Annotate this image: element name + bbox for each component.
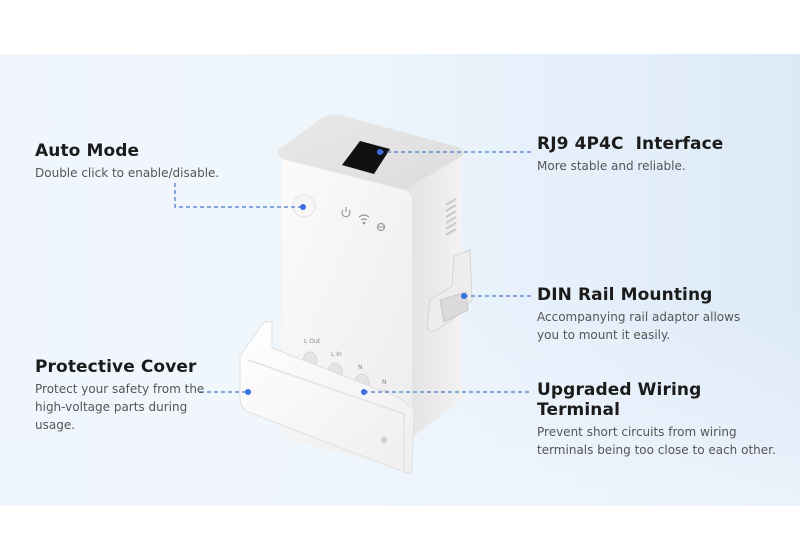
terminal-label-lin: L In <box>331 351 342 358</box>
feature-title: Upgraded Wiring Terminal <box>537 380 702 420</box>
protective-cover <box>239 321 415 474</box>
feature-din-rail-mounting: DIN Rail Mounting Accompanying rail adap… <box>537 285 757 344</box>
cover-mounting-hole <box>381 437 387 443</box>
feature-auto-mode: Auto Mode Double click to enable/disable… <box>35 141 219 182</box>
auto-mode-button <box>292 194 316 218</box>
terminal-label-n1: N <box>358 364 363 371</box>
feature-title: DIN Rail Mounting <box>537 285 713 305</box>
feature-description: Double click to enable/disable. <box>35 166 220 180</box>
protective-cover-edge <box>247 359 405 470</box>
link-icon <box>376 222 386 232</box>
feature-description: Prevent short circuits from wiring termi… <box>537 425 776 457</box>
feature-wiring-terminal: Upgraded Wiring Terminal Prevent short c… <box>537 380 787 459</box>
terminal-label-lout: L Out <box>304 338 321 345</box>
terminal-label-n2: N <box>382 379 387 386</box>
power-icon <box>341 207 351 218</box>
feature-title: RJ9 4P4C Interface <box>537 134 724 154</box>
wifi-icon <box>358 214 370 225</box>
side-vents <box>445 198 457 236</box>
feature-title: Protective Cover <box>35 357 197 377</box>
feature-title: Auto Mode <box>35 141 140 161</box>
feature-description: More stable and reliable. <box>537 159 686 173</box>
din-rail-clip <box>439 291 469 323</box>
feature-description: Accompanying rail adaptor allows you to … <box>537 310 741 342</box>
feature-protective-cover: Protective Cover Protect your safety fro… <box>35 357 215 434</box>
feature-rj9-interface: RJ9 4P4C Interface More stable and relia… <box>537 134 723 175</box>
feature-description: Protect your safety from the high-voltag… <box>35 382 205 432</box>
